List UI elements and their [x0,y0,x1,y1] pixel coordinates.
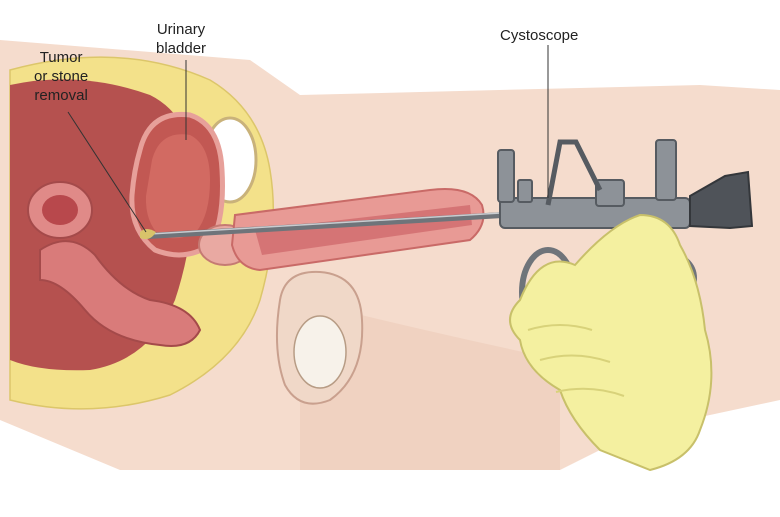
glove-finger-2 [539,354,611,363]
label-cystoscope: Cystoscope [500,27,579,44]
gloved-hand [509,213,713,472]
cystoscope-port-3 [655,139,677,201]
cystoscope-bridge [545,139,603,206]
glove-finger-3 [555,387,625,397]
cystoscope-shaft [145,211,523,239]
cystoscope-eyepiece [689,170,754,230]
cystoscope-port-1 [497,149,515,203]
cystoscope-valve [595,179,625,207]
thigh-shadow [300,300,560,470]
testis [293,315,347,389]
intestine-lumen [42,195,78,225]
leader-line-tumor [67,111,147,233]
rectum [39,240,202,347]
cystoscope-port-2 [517,179,533,203]
label-urinary-bladder: Urinary bladder [156,21,207,57]
label-tumor-or-stone-removal: Tumor or stone removal [34,49,89,104]
cystoscope-shaft-highlight [149,211,519,235]
cystoscope-tip [140,229,156,240]
bladder-interior [145,134,210,239]
glove-finger-1 [527,324,593,331]
